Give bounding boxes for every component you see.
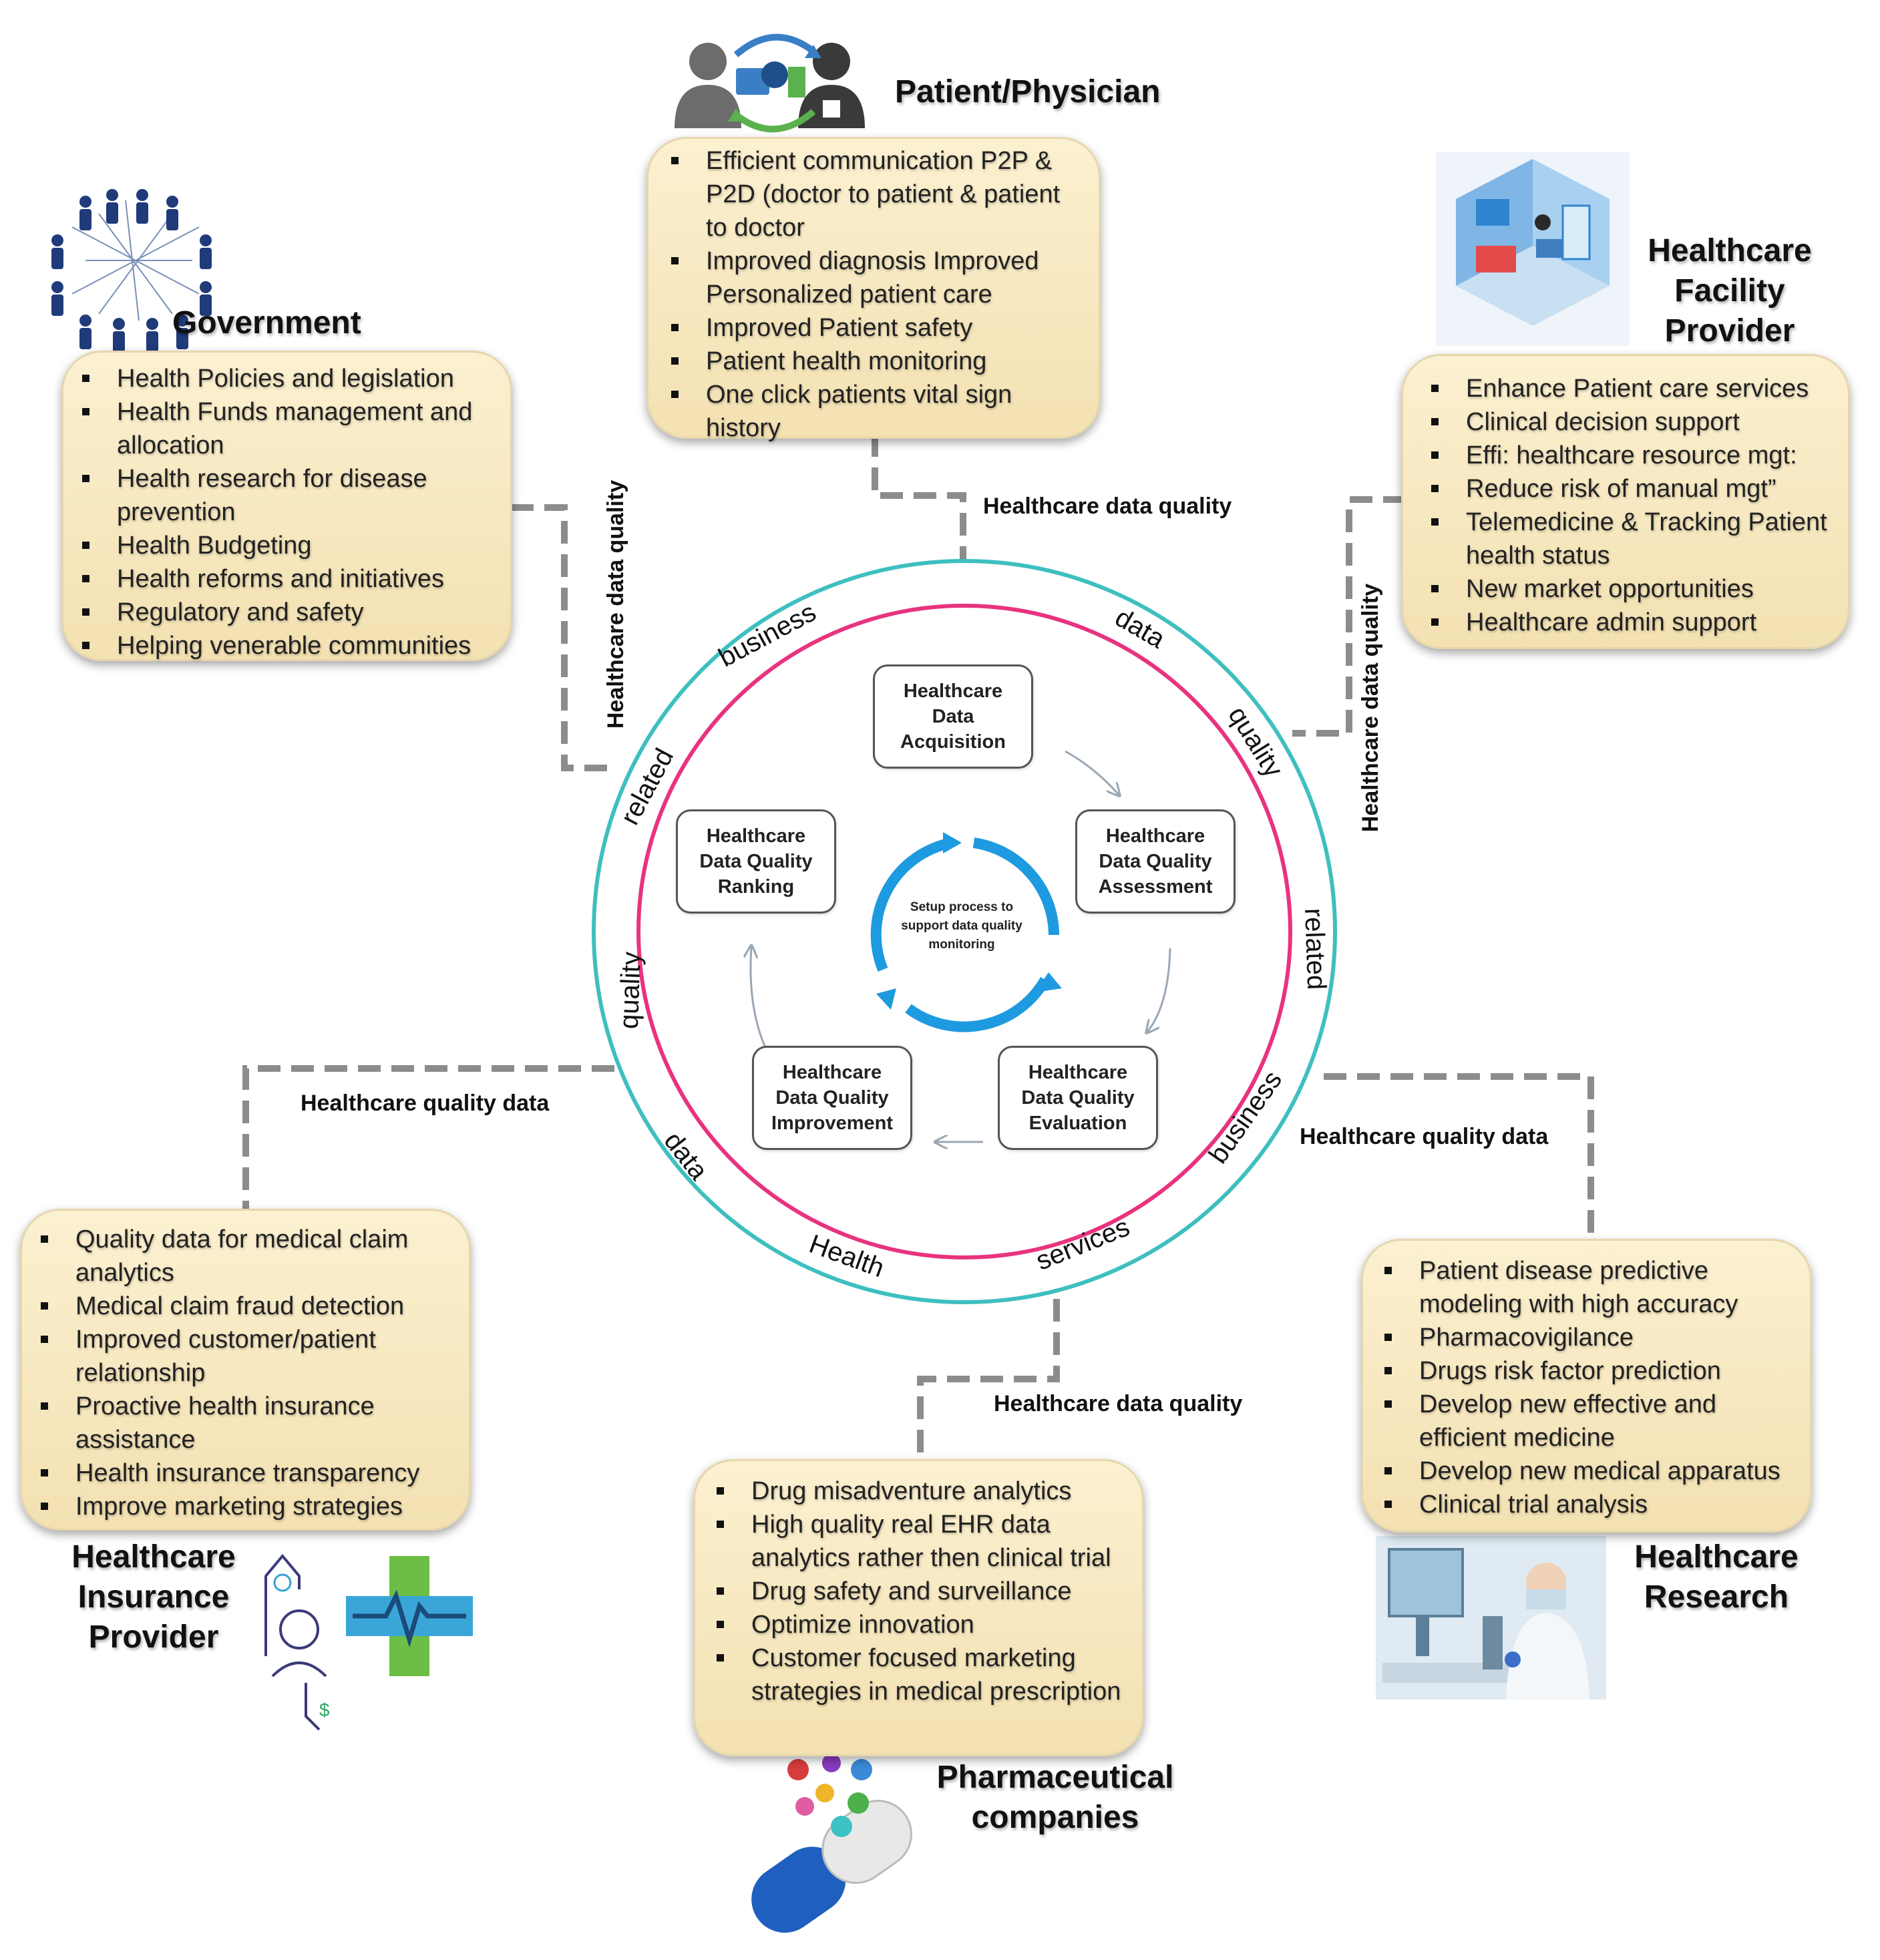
list-item: High quality real EHR data analytics rat… (707, 1508, 1133, 1575)
list-item: Health reforms and initiatives (73, 562, 500, 596)
healthcare-facility-icon (1436, 152, 1630, 346)
insurance-medical-icon: $ (264, 1553, 473, 1731)
list-item: Drug safety and surveillance (707, 1575, 1133, 1608)
list-item: Develop new medical apparatus (1375, 1454, 1803, 1488)
center-cycle-icon (870, 837, 1059, 1032)
insurance-provider-box: Quality data for medical claim analytics… (20, 1209, 471, 1531)
cycle-center-text: Setup process to support data quality mo… (901, 900, 1022, 952)
list-item: Drug misadventure analytics (707, 1475, 1133, 1508)
list-item: One click patients vital sign history (662, 378, 1087, 445)
list-item: Healthcare admin support (1422, 606, 1841, 639)
list-item: Improved Patient safety (662, 311, 1087, 345)
list-item: Medical claim fraud detection (31, 1290, 459, 1323)
list-item: Health Budgeting (73, 529, 500, 562)
link-label-government: Healthcare data quality (603, 479, 628, 729)
patient-physician-title: Patient/Physician (895, 74, 1161, 110)
pill-capsule-icon (751, 1754, 912, 1933)
list-item: Improved customer/patient relationship (31, 1323, 459, 1390)
link-label-top: Healthcare data quality (983, 494, 1232, 519)
step-data-quality-improvement: Healthcare Data Quality Improvement (752, 1046, 912, 1150)
list-item: Health Policies and legislation (73, 362, 500, 395)
list-item: Drugs risk factor prediction (1375, 1354, 1803, 1388)
research-title: Healthcare Research (1603, 1537, 1830, 1617)
pharma-title: Pharmaceutical companies (908, 1758, 1202, 1838)
dashed-connectors (242, 434, 1594, 1462)
outer-ring (592, 559, 1337, 1304)
facility-provider-box: Enhance Patient care services Clinical d… (1401, 354, 1850, 649)
link-label-facility: Healthcare data quality (1358, 583, 1383, 833)
list-item: Helping venerable communities (73, 629, 500, 662)
list-item: Health insurance transparency (31, 1456, 459, 1490)
research-scientist-icon (1376, 1536, 1606, 1700)
facility-title-line: Healthcare (1648, 233, 1812, 268)
facility-provider-title: Healthcare Facility Provider (1616, 231, 1843, 351)
insurance-title-line: Provider (88, 1619, 219, 1655)
pharma-box: Drug misadventure analytics High quality… (693, 1459, 1144, 1756)
list-item: Telemedicine & Tracking Patient health s… (1422, 506, 1841, 572)
pharma-title-line: Pharmaceutical (936, 1760, 1174, 1795)
svg-text:$: $ (319, 1700, 330, 1720)
list-item: Improved diagnosis Improved Personalized… (662, 244, 1087, 311)
step-data-quality-assessment: Healthcare Data Quality Assessment (1075, 809, 1236, 914)
list-item: Patient disease predictive modeling with… (1375, 1254, 1803, 1321)
list-item: Patient health monitoring (662, 345, 1087, 378)
government-network-icon (51, 189, 212, 353)
list-item: Effi: healthcare resource mgt: (1422, 439, 1841, 472)
research-box: Patient disease predictive modeling with… (1361, 1239, 1812, 1533)
link-label-research: Healthcare quality data (1300, 1124, 1549, 1149)
list-item: Regulatory and safety (73, 596, 500, 629)
list-item: Health research for disease prevention (73, 462, 500, 529)
step-data-acquisition: Healthcare Data Acquisition (873, 664, 1033, 769)
ring-word: related (1299, 908, 1332, 990)
step-data-quality-evaluation: Healthcare Data Quality Evaluation (998, 1046, 1158, 1150)
research-title-line: Healthcare (1634, 1539, 1799, 1575)
list-item: Clinical trial analysis (1375, 1488, 1803, 1521)
list-item: Efficient communication P2P & P2D (docto… (662, 144, 1087, 244)
facility-title-line: Facility (1674, 273, 1785, 309)
insurance-title-line: Insurance (77, 1579, 230, 1615)
research-title-line: Research (1644, 1579, 1789, 1615)
inner-ring (636, 604, 1292, 1259)
connector-facility (1292, 496, 1406, 737)
connector-government (511, 504, 609, 771)
link-label-pharma: Healthcare data quality (994, 1391, 1243, 1416)
list-item: Improve marketing strategies (31, 1490, 459, 1523)
list-item: Reduce risk of manual mgt” (1422, 472, 1841, 506)
list-item: Clinical decision support (1422, 405, 1841, 439)
list-item: Pharmacovigilance (1375, 1321, 1803, 1354)
ring-word: quality (614, 951, 646, 1030)
list-item: Quality data for medical claim analytics (31, 1223, 459, 1290)
pharma-title-line: companies (971, 1800, 1139, 1835)
list-item: Enhance Patient care services (1422, 372, 1841, 405)
step-data-quality-ranking: Healthcare Data Quality Ranking (676, 809, 836, 914)
insurance-title-line: Healthcare (71, 1539, 236, 1575)
government-box: Health Policies and legislation Health F… (61, 351, 512, 661)
center-cycle-arrowheads (876, 832, 1062, 1010)
list-item: Optimize innovation (707, 1608, 1133, 1641)
connector-pharma (917, 1299, 1060, 1462)
list-item: New market opportunities (1422, 572, 1841, 606)
patient-physician-exchange-icon (675, 33, 865, 133)
facility-title-line: Provider (1664, 313, 1795, 349)
insurance-provider-title: Healthcare Insurance Provider (40, 1537, 267, 1657)
list-item: Customer focused marketing strategies in… (707, 1641, 1133, 1708)
list-item: Develop new effective and efficient medi… (1375, 1388, 1803, 1454)
link-label-insurance: Healthcare quality data (301, 1091, 550, 1116)
government-title: Government (172, 305, 361, 341)
patient-physician-box: Efficient communication P2P & P2D (docto… (646, 137, 1101, 442)
list-item: Health Funds management and allocation (73, 395, 500, 462)
list-item: Proactive health insurance assistance (31, 1390, 459, 1456)
connector-insurance (242, 1065, 614, 1210)
connector-top (872, 434, 966, 562)
connector-research (1324, 1073, 1594, 1239)
